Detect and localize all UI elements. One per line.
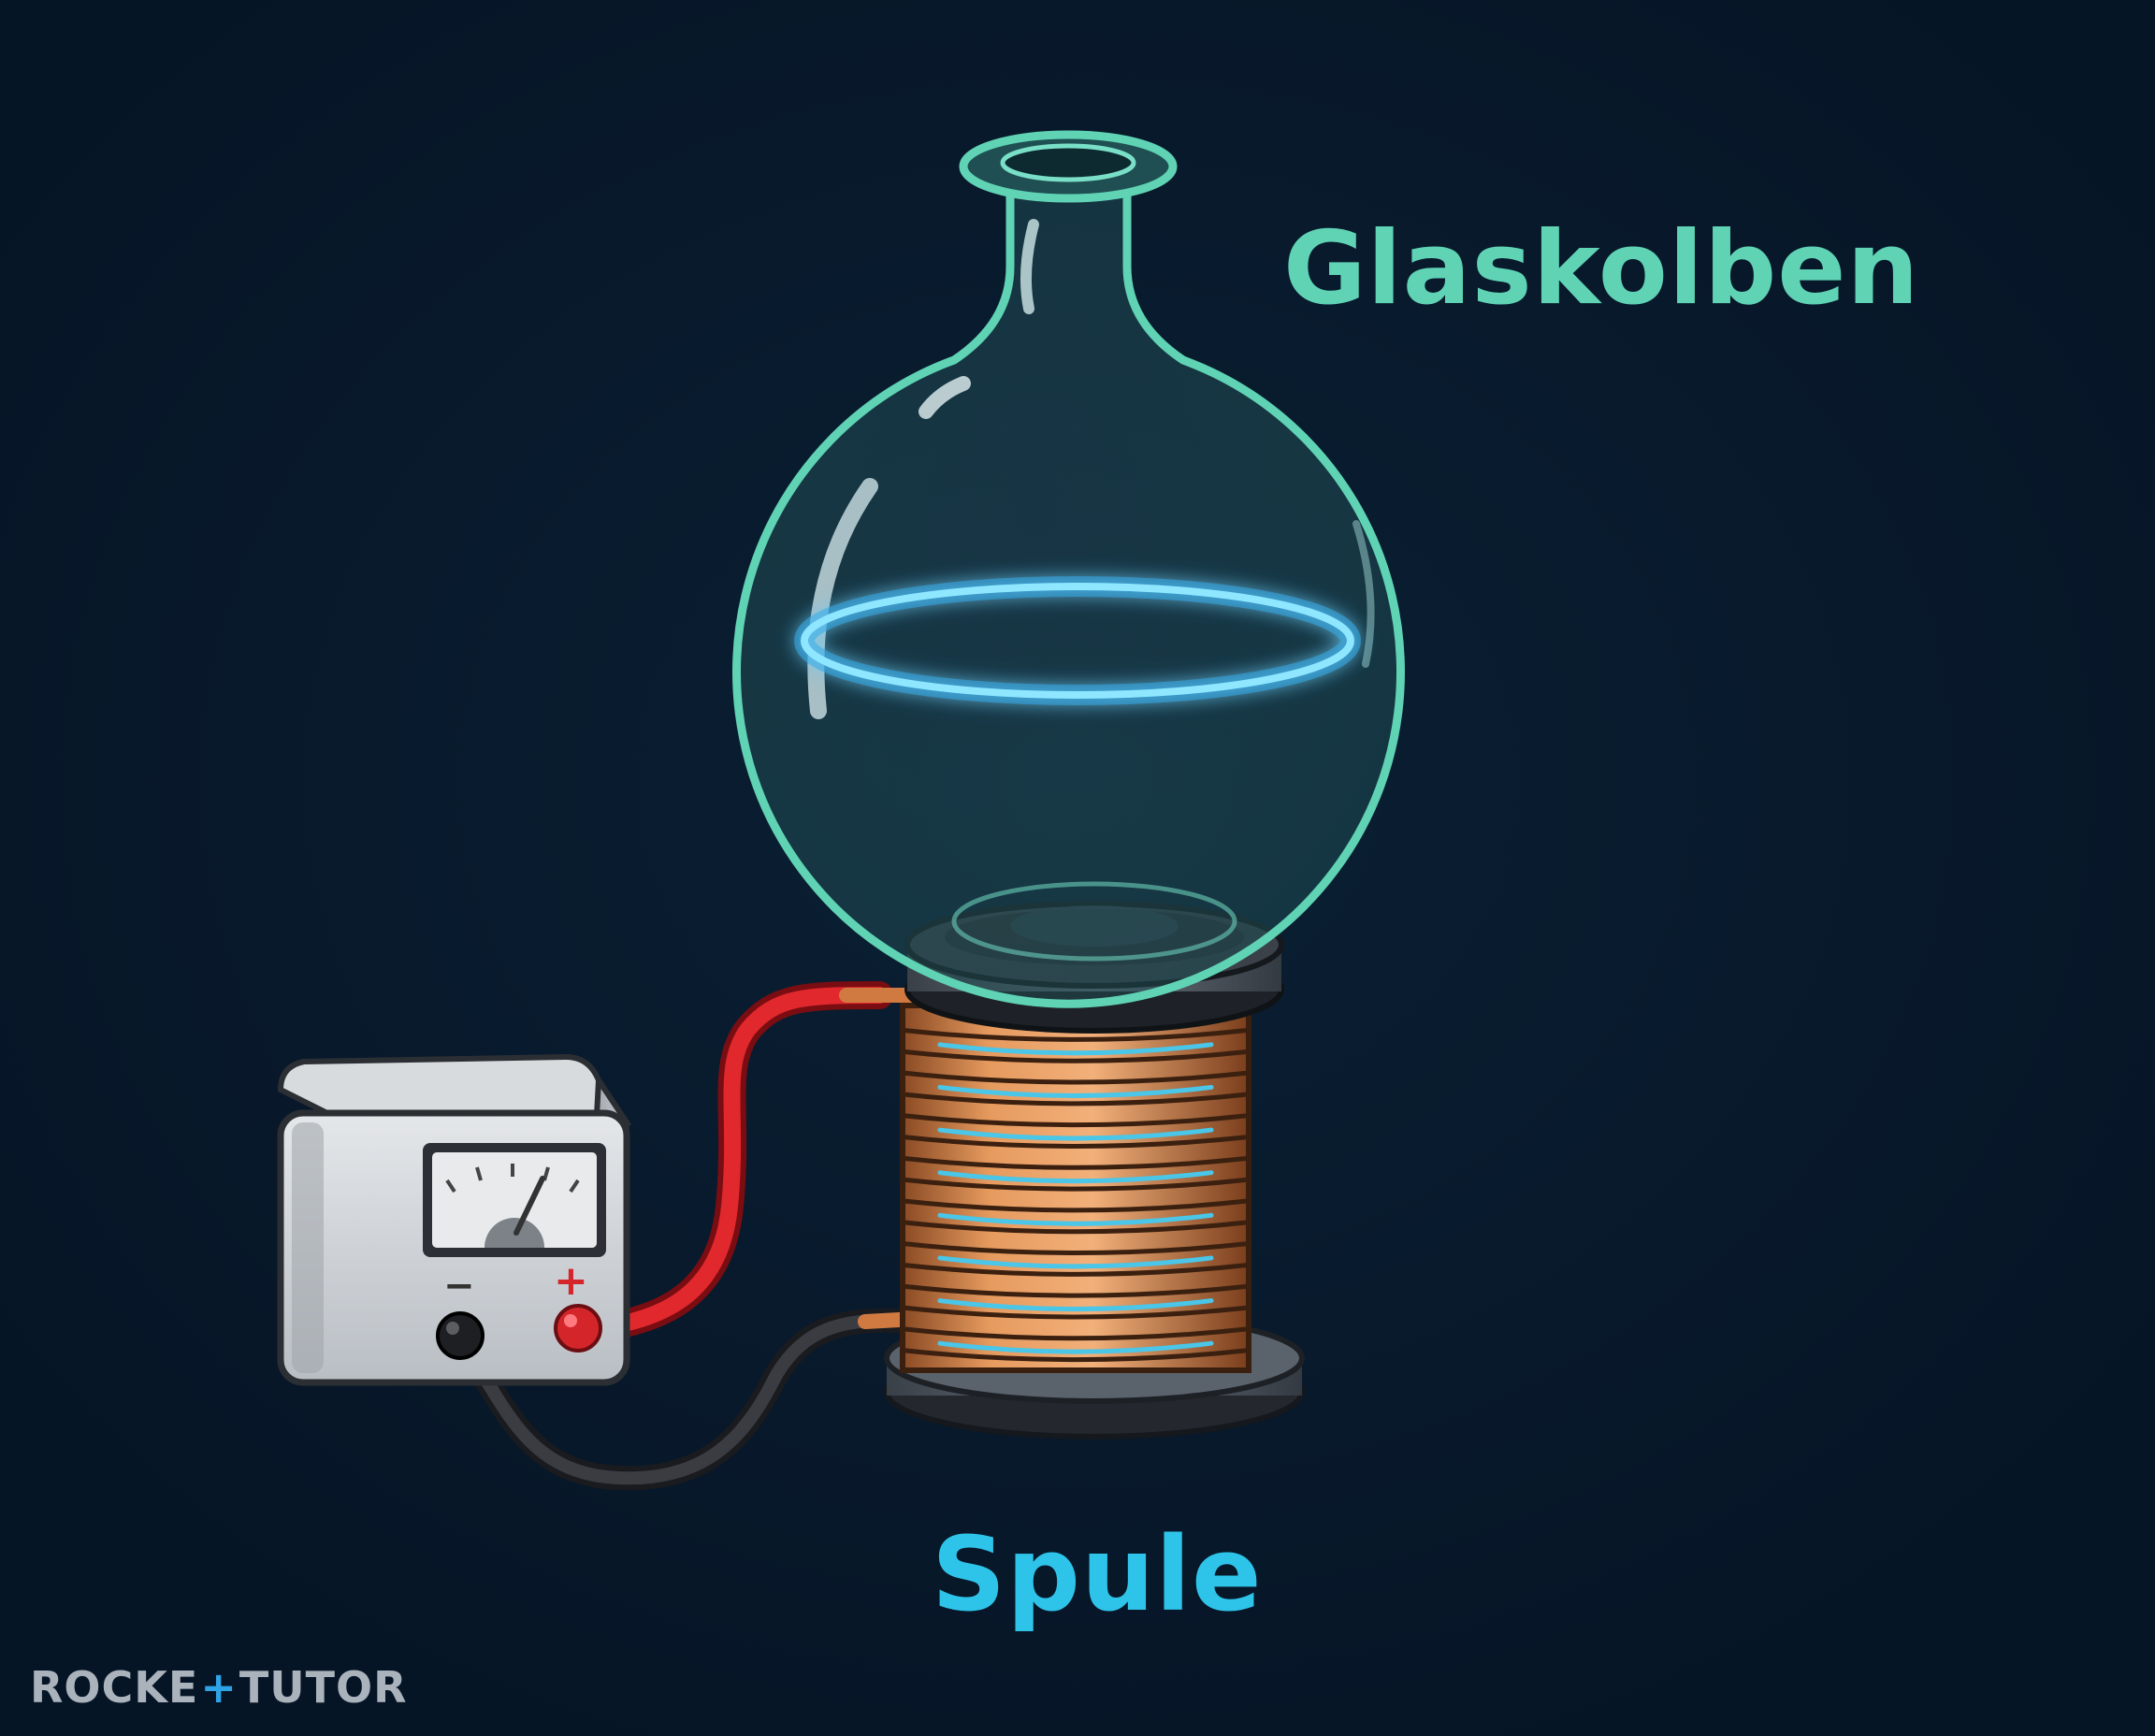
voltmeter-icon (423, 1143, 606, 1257)
coil-label: Spule (932, 1514, 1263, 1634)
coil-turn (902, 1092, 1250, 1107)
coil-blue-stripe (937, 1127, 1214, 1141)
coil-turn (902, 1134, 1250, 1149)
logo-text-left: ROCKE (30, 1662, 199, 1713)
minus-sign: − (443, 1265, 475, 1308)
coil-blue-stripe (937, 1170, 1214, 1184)
coil-turn (902, 1305, 1250, 1320)
coil-blue-stripe (937, 1212, 1214, 1226)
coil-turn (902, 1049, 1250, 1063)
coil-blue-stripe (937, 1255, 1214, 1269)
coil-turn (902, 1262, 1250, 1277)
coil-turn (902, 1177, 1250, 1192)
glow-ring-icon (794, 576, 1361, 705)
minus-terminal (436, 1311, 485, 1360)
coil-windings (902, 1027, 1250, 1363)
logo-plus-symbol: + (200, 1662, 238, 1713)
coil-turn (902, 1348, 1250, 1363)
coil-turn (902, 1220, 1250, 1235)
coil-turn (902, 1070, 1250, 1085)
coil-turn (902, 1241, 1250, 1256)
coil-blue-stripe (937, 1340, 1214, 1354)
coil-turn (902, 1113, 1250, 1128)
coil-blue-stripe (937, 1084, 1214, 1098)
flask-label: Glaskolben (1283, 210, 1920, 327)
coil-turn (902, 1155, 1250, 1170)
logo: ROCKE+TUTOR (30, 1661, 408, 1714)
coil-turn (902, 1198, 1250, 1213)
coil-turn (902, 1283, 1250, 1298)
coil-turn (902, 1326, 1250, 1341)
coil-blue-stripe (937, 1042, 1214, 1056)
logo-text-right: TUTOR (239, 1662, 408, 1713)
plus-sign: + (554, 1257, 588, 1305)
plus-terminal (554, 1304, 602, 1353)
coil-turn (902, 1027, 1250, 1042)
coil-blue-stripe (937, 1298, 1214, 1312)
power-supply-icon: − + (277, 1053, 632, 1386)
